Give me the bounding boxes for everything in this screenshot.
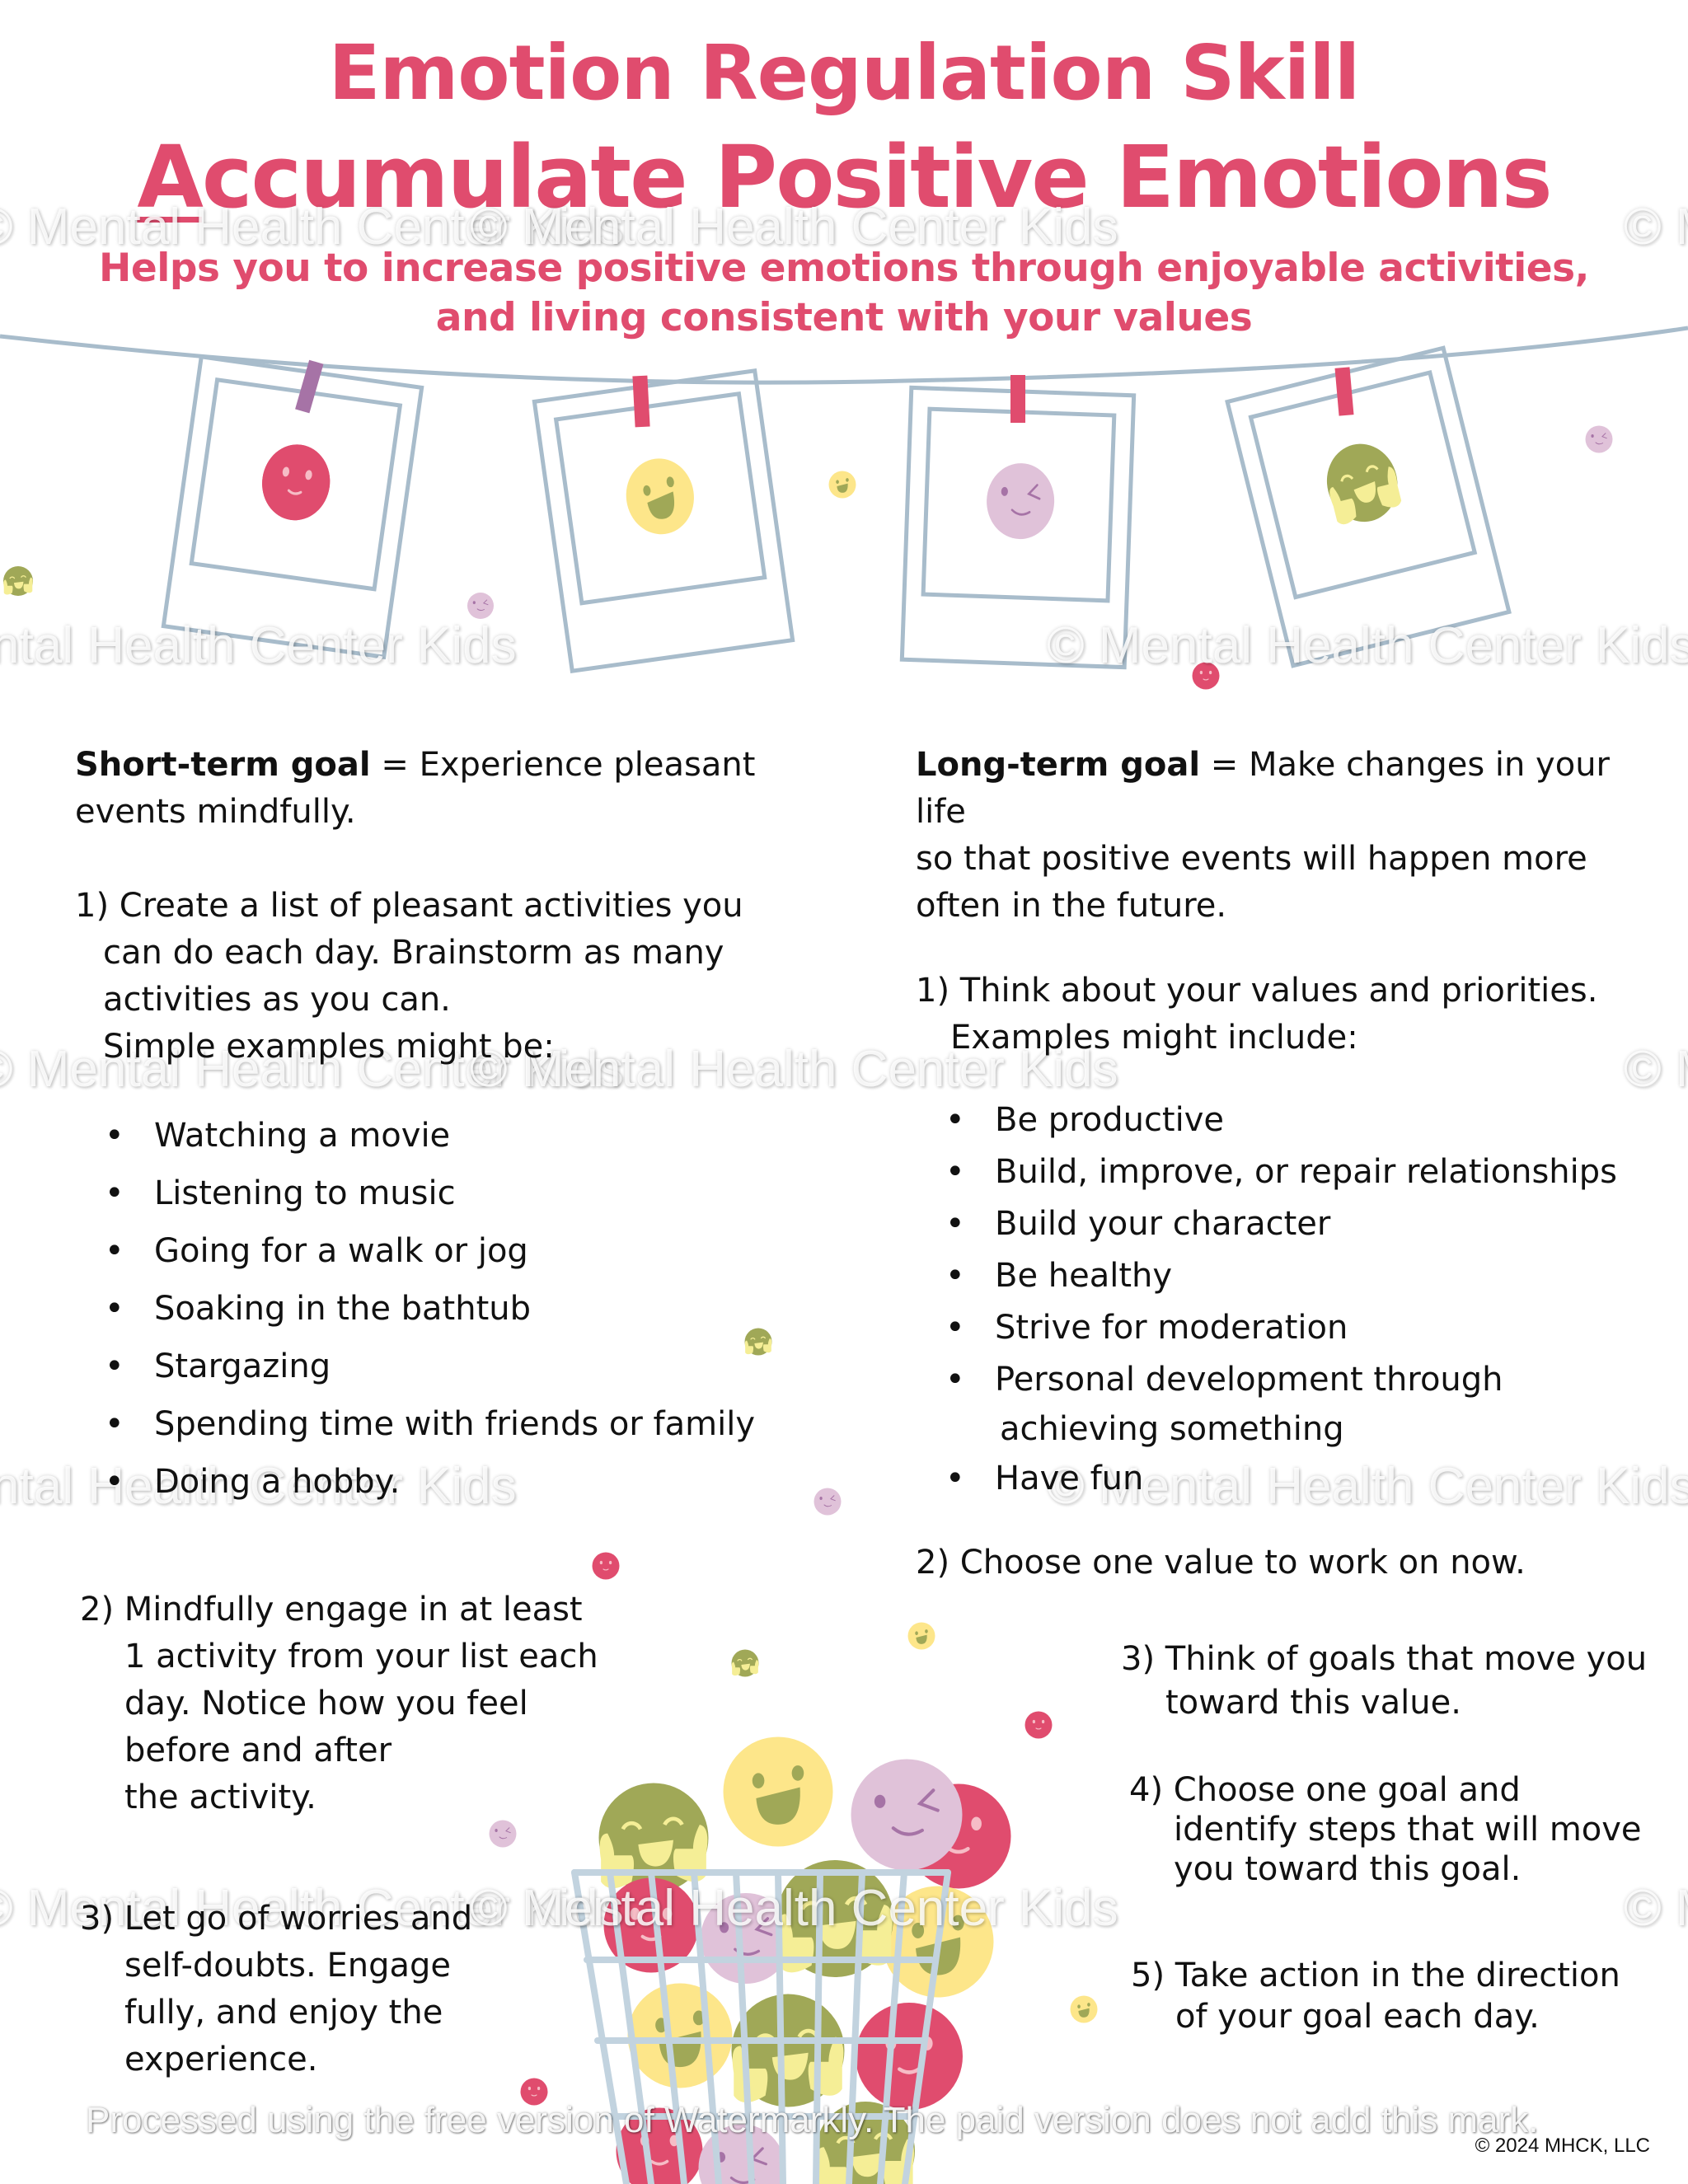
brand-watermark: © Mental Health Center Kids xyxy=(1047,617,1688,674)
brand-watermark: © Mental Health Center Kids xyxy=(1624,199,1688,255)
brand-watermark: © Mental Health Center Kids xyxy=(0,617,517,674)
short-term-goal-label: Short-term goal xyxy=(75,746,371,784)
brand-watermark: © Mental Health Center Kids xyxy=(0,1041,624,1098)
list-item: Stargazing xyxy=(75,1338,784,1395)
long-term-step-1: 1) Think about your values and prioritie… xyxy=(916,972,1598,1057)
subtitle-line-2: and living consistent with your values xyxy=(435,295,1253,340)
processed-watermark: Processed using the free version of Wate… xyxy=(86,2100,1539,2140)
list-item: Soaking in the bathtub xyxy=(75,1280,784,1338)
list-item: Be healthy xyxy=(916,1250,1658,1302)
list-item: Doing a hobby. xyxy=(75,1453,784,1511)
list-item: Watching a movie xyxy=(75,1107,784,1165)
long-term-step-4: 4) Choose one goal and identify steps th… xyxy=(1129,1771,1642,1888)
list-item: Listening to music xyxy=(75,1165,784,1222)
list-item: Have fun xyxy=(916,1453,1658,1505)
short-term-section: Short-term goal = Experience pleasant ev… xyxy=(75,742,784,1511)
brand-watermark: © Mental Health Center Kids xyxy=(470,199,1118,255)
long-term-step-5: 5) Take action in the direction of your … xyxy=(1131,1957,1620,2036)
list-item: Spending time with friends or family xyxy=(75,1395,784,1453)
copyright-notice: © 2024 MHCK, LLC xyxy=(1475,2135,1650,2157)
long-term-step-2: 2) Choose one value to work on now. xyxy=(916,1544,1526,1582)
brand-watermark: © Mental Health Center Kids xyxy=(470,1880,1118,1937)
long-term-goal-definition: Long-term goal = Make changes in your li… xyxy=(916,746,1610,831)
long-term-step-3: 3) Think of goals that move you toward t… xyxy=(1121,1640,1648,1722)
title-skill-name: Accumulate Positive Emotions xyxy=(0,130,1688,224)
long-term-goal-text: Make changes in your life xyxy=(916,746,1610,831)
subtitle: Helps you to increase positive emotions … xyxy=(0,244,1688,343)
list-item: Be productive xyxy=(916,1094,1658,1146)
short-term-goal-text: Experience pleasant xyxy=(419,746,756,784)
list-item: Build your character xyxy=(916,1198,1658,1250)
list-item: Strive for moderation xyxy=(916,1302,1658,1354)
brand-watermark: © Mental Health Center Kids xyxy=(470,1041,1118,1098)
short-term-step-3: 3) Let go of worries and self-doubts. En… xyxy=(80,1900,473,2079)
brand-watermark: © Mental Health Center Kids xyxy=(0,199,624,255)
photo-frame-red-face xyxy=(161,354,424,660)
short-term-goal-definition: Short-term goal = Experience pleasant xyxy=(75,746,756,784)
list-item: Build, improve, or repair relationships xyxy=(916,1146,1658,1198)
activity-list: Watching a movie Listening to music Goin… xyxy=(75,1107,784,1511)
title-acronym-letter: A xyxy=(137,127,203,227)
brand-watermark: © Mental Health Center Kids xyxy=(1624,1880,1688,1937)
title-skill-name-rest: ccumulate Positive Emotions xyxy=(201,127,1553,227)
list-item: Going for a walk or jog xyxy=(75,1222,784,1280)
list-item: Personal development through achieving s… xyxy=(916,1354,1658,1453)
subtitle-line-1: Helps you to increase positive emotions … xyxy=(99,246,1589,291)
values-list: Be productive Build, improve, or repair … xyxy=(916,1094,1658,1505)
brand-watermark: © Mental Health Center Kids xyxy=(0,1880,624,1937)
title-skill-category: Emotion Regulation Skill xyxy=(328,29,1361,117)
long-term-section: Long-term goal = Make changes in your li… xyxy=(916,742,1658,1586)
brand-watermark: © Mental Health Center Kids xyxy=(1624,1041,1688,1098)
short-term-step-1: 1) Create a list of pleasant activities … xyxy=(75,887,743,1066)
short-term-step-2: 2) Mindfully engage in at least 1 activi… xyxy=(80,1591,598,1816)
long-term-goal-label: Long-term goal xyxy=(916,746,1201,784)
